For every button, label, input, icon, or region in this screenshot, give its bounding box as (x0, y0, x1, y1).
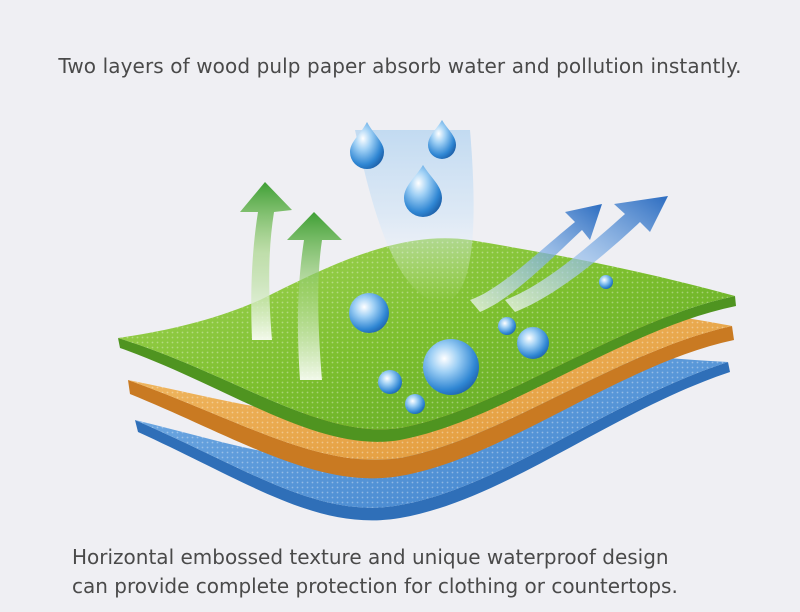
diagonal-arrow-icon (470, 204, 602, 312)
up-arrow-icon (240, 182, 292, 340)
bottom-caption-line-2: can provide complete protection for clot… (72, 574, 678, 598)
water-stream (355, 130, 474, 303)
bottom-caption: Horizontal embossed texture and unique w… (72, 543, 772, 601)
bottom-caption-line-1: Horizontal embossed texture and unique w… (72, 545, 669, 569)
up-arrow-icon (287, 212, 342, 380)
diagonal-arrow-icon (505, 196, 668, 312)
top-layer (118, 238, 736, 442)
water-droplet-icon (349, 120, 613, 414)
top-caption: Two layers of wood pulp paper absorb wat… (58, 54, 742, 78)
